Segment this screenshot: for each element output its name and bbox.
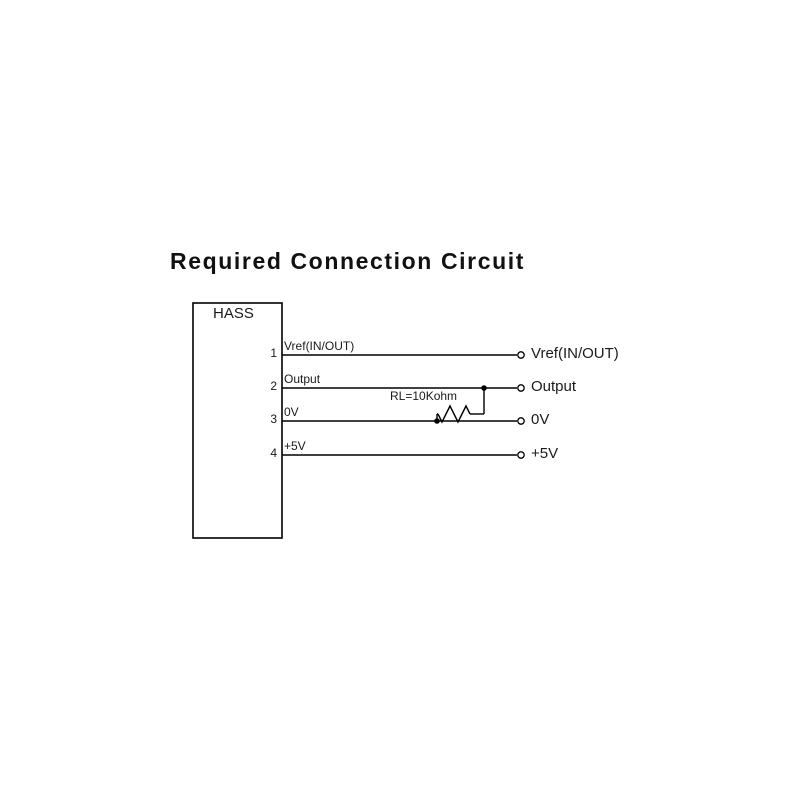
pin-number-3: 3 (270, 412, 277, 426)
pin-number-1: 1 (270, 346, 277, 360)
wire-label-0v: 0V (284, 405, 299, 419)
terminal-circle-output (517, 384, 525, 392)
junction-dot-0v (434, 418, 440, 424)
pin-number-2: 2 (270, 379, 277, 393)
wire-label-output: Output (284, 372, 321, 386)
terminal-label-output: Output (531, 378, 577, 395)
terminal-circle-5v (517, 451, 525, 459)
pin-wires (282, 354, 517, 456)
junction-dot-output (481, 385, 487, 391)
terminal-label-0v: 0V (531, 411, 550, 428)
terminal-circle-vref (517, 351, 525, 359)
wire-label-vref: Vref(IN/OUT) (284, 339, 355, 353)
page-title: Required Connection Circuit (170, 248, 525, 274)
terminal-label-vref: Vref(IN/OUT) (531, 345, 619, 362)
pin-number-4: 4 (270, 446, 277, 460)
load-resistor-network (434, 385, 487, 424)
terminal-nodes (517, 351, 525, 459)
device-box (192, 302, 283, 539)
wire-label-5v: +5V (284, 439, 306, 453)
terminal-label-5v: +5V (531, 445, 559, 462)
terminal-circle-0v (517, 417, 525, 425)
resistor-zigzag (437, 404, 471, 424)
device-name-label: HASS (213, 305, 254, 322)
resistor-value-label: RL=10Kohm (390, 389, 458, 403)
